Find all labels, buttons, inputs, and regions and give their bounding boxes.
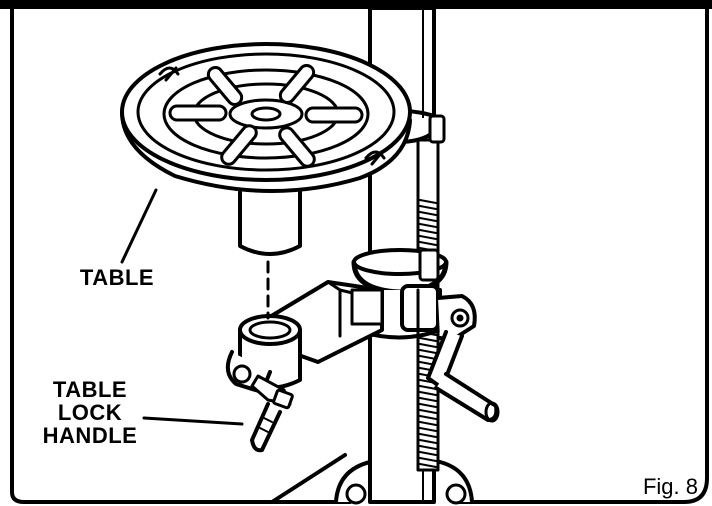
table-slots bbox=[168, 64, 364, 168]
table-lock-label-line2: LOCK bbox=[57, 400, 123, 425]
table-bolt-marks bbox=[158, 66, 386, 166]
table-post bbox=[238, 190, 302, 256]
table-lock-label-line1: TABLE bbox=[52, 377, 128, 402]
table-lock-handle-label: TABLE LOCK HANDLE bbox=[38, 378, 142, 447]
table-lock-label-line3: HANDLE bbox=[42, 423, 138, 448]
table-label: TABLE bbox=[62, 266, 172, 289]
work-table bbox=[120, 42, 412, 193]
table-arm bbox=[266, 280, 384, 364]
figure-caption: Fig. 8 bbox=[642, 474, 698, 499]
leader-lines bbox=[120, 188, 244, 426]
table-lock-handle bbox=[250, 374, 294, 453]
crank-handle bbox=[400, 284, 500, 423]
table-label-text: TABLE bbox=[79, 265, 155, 290]
